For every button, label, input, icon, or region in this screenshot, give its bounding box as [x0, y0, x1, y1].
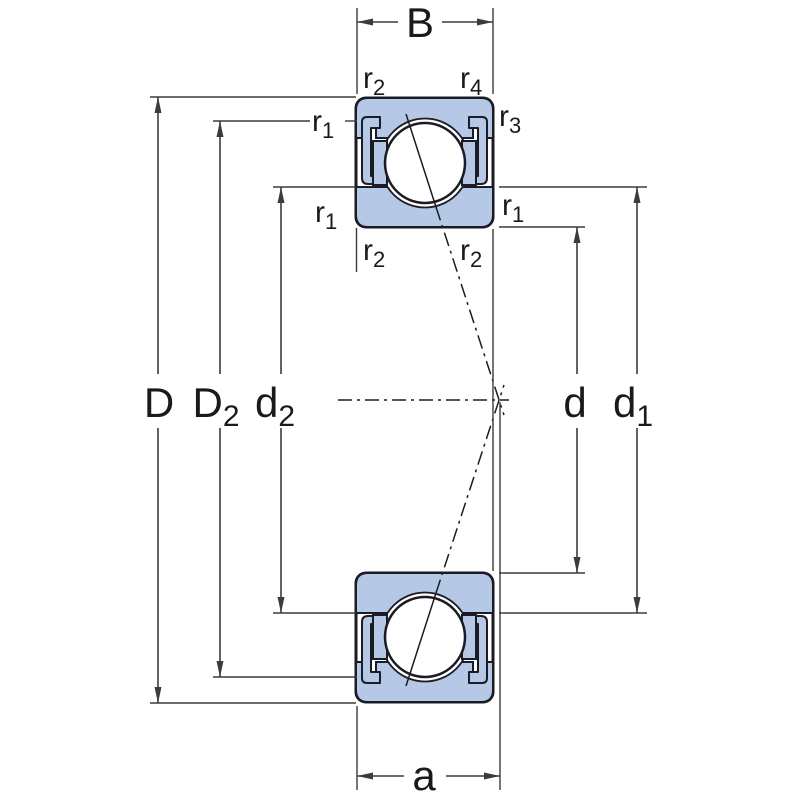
radius-label-r2-top-left: r2	[363, 62, 385, 100]
contact-line-top-dashdot	[435, 206, 505, 416]
dim-label-outside-D: D	[144, 379, 174, 426]
bearing-section-top	[356, 98, 493, 227]
dim-label-a: a	[412, 752, 436, 799]
contact-line-bottom-dashdot	[435, 384, 505, 594]
dim-label-width-B: B	[406, 0, 434, 46]
radius-label-r2-bottom-right: r2	[460, 234, 482, 272]
dim-label-bore-d: d	[563, 379, 586, 426]
radius-label-r1-left-lower: r1	[315, 196, 337, 234]
radius-label-r3-right-upper: r3	[499, 100, 521, 138]
dim-label-d2: d2	[255, 379, 295, 433]
radius-label-r4-top-right: r4	[460, 62, 482, 100]
extension-lines	[150, 8, 647, 790]
radius-label-r1-right-lower: r1	[502, 189, 524, 227]
dim-label-D2: D2	[192, 379, 239, 433]
contact-line-bottom-solid	[405, 592, 437, 687]
bearing-section-bottom	[356, 573, 493, 702]
radius-label-r2-bottom-left: r2	[363, 234, 385, 272]
contact-line-top-solid	[405, 113, 437, 208]
radius-label-r1-left-upper: r1	[312, 105, 334, 143]
dimension-lines	[154, 18, 641, 780]
dim-label-d1: d1	[613, 379, 653, 433]
